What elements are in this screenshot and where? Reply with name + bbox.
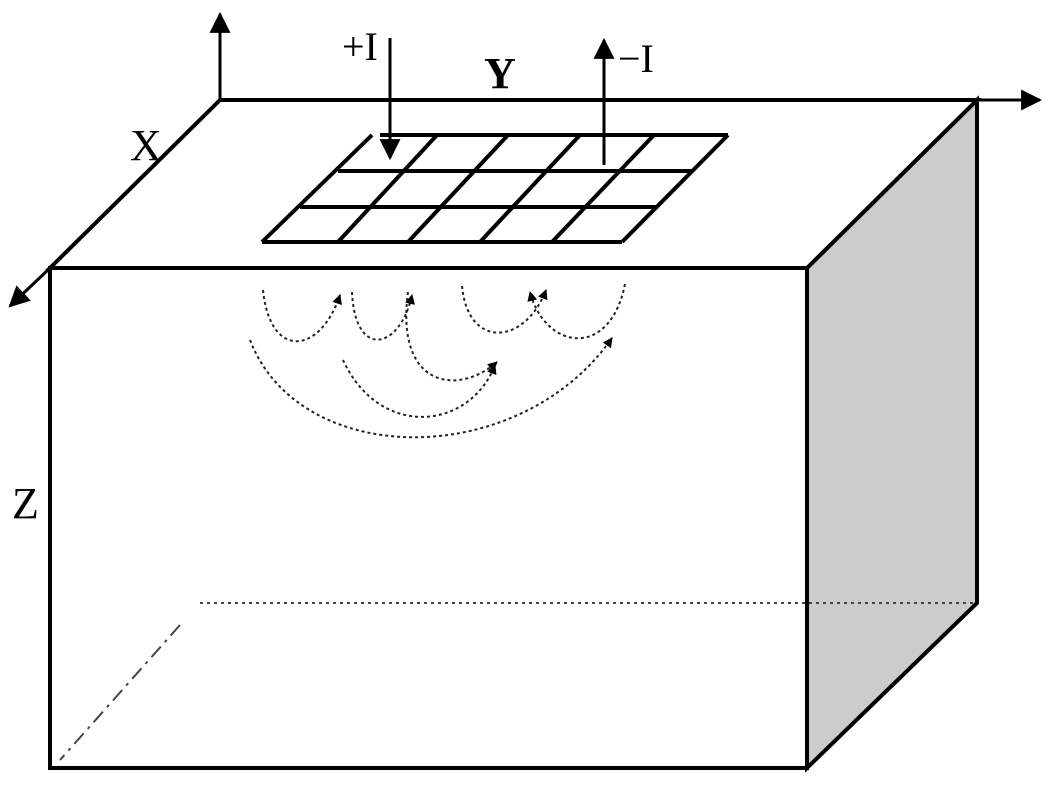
y-axis-label: Y bbox=[484, 49, 516, 98]
negative-current-label: −I bbox=[618, 36, 654, 81]
electrode-grid bbox=[260, 133, 730, 244]
current-flow-lines bbox=[249, 283, 626, 439]
hidden-edge-left-bottom bbox=[59, 624, 181, 761]
x-axis-arrow bbox=[8, 266, 52, 308]
positive-current-label: +I bbox=[342, 24, 378, 69]
block-front-face bbox=[48, 266, 809, 770]
z-axis-label: Z bbox=[12, 479, 39, 528]
x-axis-label: X bbox=[130, 121, 162, 170]
